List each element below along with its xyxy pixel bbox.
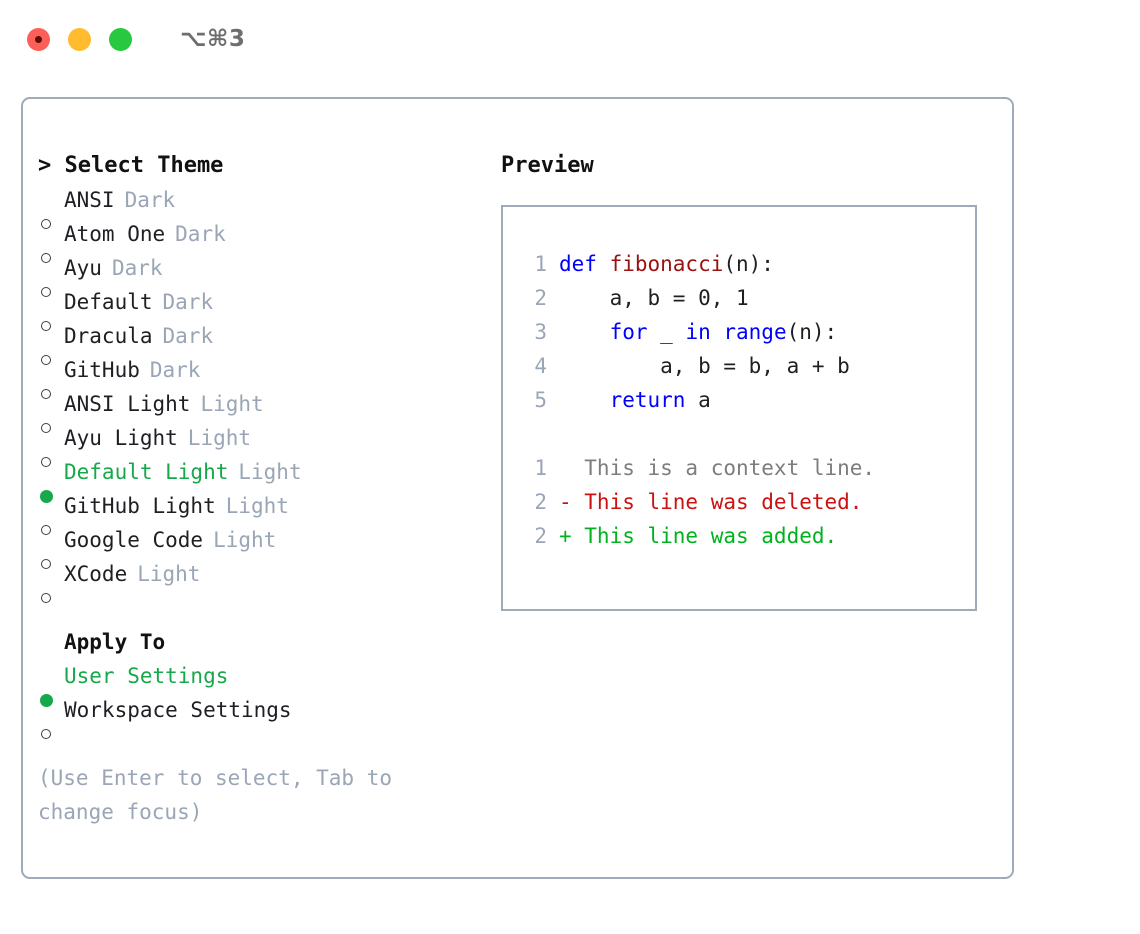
line-number: 4 xyxy=(534,354,547,378)
code-token-plain: a, b = 0, 1 xyxy=(559,286,749,310)
apply-to-heading: Apply To xyxy=(64,630,166,654)
theme-option-ansi[interactable]: ANSI Dark xyxy=(38,183,478,229)
line-number: 3 xyxy=(534,320,547,344)
theme-variant-tag: Light xyxy=(213,528,277,552)
theme-label: Atom One xyxy=(64,222,166,246)
line-number: 2 xyxy=(534,490,547,514)
code-text: a, b = b, a + b xyxy=(559,349,850,383)
code-token-kw: def xyxy=(559,252,610,276)
code-token-plain xyxy=(559,388,610,412)
code-line: 2 a, b = 0, 1 xyxy=(519,281,975,315)
theme-label: GitHub Light xyxy=(64,494,216,518)
window-titlebar: ⌥⌘3 xyxy=(0,0,1140,78)
theme-label: Ayu Light xyxy=(64,426,178,450)
code-line: 4 a, b = b, a + b xyxy=(519,349,975,383)
theme-option-default[interactable]: Default Dark xyxy=(38,285,478,331)
code-token-plain: (n): xyxy=(723,252,774,276)
code-text: a, b = 0, 1 xyxy=(559,281,749,315)
diff-text: - This line was deleted. xyxy=(559,490,863,514)
theme-option-atom-one[interactable]: Atom One Dark xyxy=(38,217,478,263)
code-token-kw: return xyxy=(609,388,686,412)
code-diff-spacer xyxy=(519,417,975,451)
close-button[interactable] xyxy=(27,27,50,51)
theme-option-google-code[interactable]: Google Code Light xyxy=(38,523,478,569)
maximize-button[interactable] xyxy=(109,27,132,51)
line-number: 1 xyxy=(534,252,547,276)
keyboard-hint: (Use Enter to select, Tab to change focu… xyxy=(38,766,405,824)
theme-option-ansi-light[interactable]: ANSI Light Light xyxy=(38,387,478,433)
code-token-plain xyxy=(559,320,610,344)
line-number: 5 xyxy=(534,388,547,412)
diff-line: 2 - This line was deleted. xyxy=(519,485,975,519)
diff-text: + This line was added. xyxy=(559,524,838,548)
code-token-plain: (n): xyxy=(786,320,838,344)
apply-to-label: Workspace Settings xyxy=(64,698,292,722)
code-token-fn: fibonacci xyxy=(609,252,724,276)
theme-variant-tag: Dark xyxy=(111,256,163,280)
code-line: 3 for _ in range(n): xyxy=(519,315,975,349)
select-theme-heading: > Select Theme xyxy=(38,153,224,178)
theme-label: Ayu xyxy=(64,256,102,280)
theme-label: Default xyxy=(64,290,153,314)
code-token-plain: _ xyxy=(647,320,686,344)
code-token-kw: for xyxy=(609,320,648,344)
theme-label: Default Light xyxy=(64,460,229,484)
code-text: return a xyxy=(559,383,711,417)
theme-option-dracula[interactable]: Dracula Dark xyxy=(38,319,478,365)
code-token-plain: a xyxy=(685,388,711,412)
line-number: 2 xyxy=(534,286,547,310)
theme-option-xcode[interactable]: XCode Light xyxy=(38,557,478,603)
diff-line: 2 + This line was added. xyxy=(519,519,975,553)
apply-to-option-user-settings[interactable]: User Settings xyxy=(38,659,478,707)
theme-label: XCode xyxy=(64,562,128,586)
theme-option-default-light[interactable]: Default Light Light xyxy=(38,455,478,503)
preview-heading: Preview xyxy=(501,153,594,178)
code-token-kw: in range xyxy=(685,320,787,344)
theme-option-ayu[interactable]: Ayu Dark xyxy=(38,251,478,297)
theme-variant-tag: Light xyxy=(200,392,264,416)
apply-to-label: User Settings xyxy=(64,664,229,688)
line-number: 2 xyxy=(534,524,547,548)
theme-variant-tag: Dark xyxy=(162,324,214,348)
theme-label: GitHub xyxy=(64,358,140,382)
window-controls xyxy=(27,27,132,51)
theme-variant-tag: Light xyxy=(225,494,289,518)
theme-variant-tag: Light xyxy=(137,562,201,586)
code-line: 5 return a xyxy=(519,383,975,417)
apply-to-option-workspace-settings[interactable]: Workspace Settings xyxy=(38,693,478,739)
theme-variant-tag: Dark xyxy=(162,290,214,314)
section-spacer xyxy=(38,591,478,625)
code-text: for _ in range(n): xyxy=(559,315,838,349)
theme-variant-tag: Dark xyxy=(124,188,176,212)
theme-variant-tag: Dark xyxy=(149,358,201,382)
diff-text: This is a context line. xyxy=(559,456,876,480)
window-title: ⌥⌘3 xyxy=(180,26,246,52)
theme-label: Dracula xyxy=(64,324,153,348)
line-number: 1 xyxy=(534,456,547,480)
code-text: def fibonacci(n): xyxy=(559,247,774,281)
theme-variant-tag: Dark xyxy=(175,222,226,246)
code-line: 1 def fibonacci(n): xyxy=(519,247,975,281)
theme-label: Google Code xyxy=(64,528,204,552)
code-token-plain: a, b = b, a + b xyxy=(559,354,850,378)
diff-line: 1 This is a context line. xyxy=(519,451,975,485)
theme-option-github[interactable]: GitHub Dark xyxy=(38,353,478,399)
theme-option-ayu-light[interactable]: Ayu Light Light xyxy=(38,421,478,467)
diff-sample: 1 This is a context line. 2 - This line wa… xyxy=(519,451,975,553)
theme-label: ANSI xyxy=(64,188,115,212)
minimize-button[interactable] xyxy=(68,27,91,51)
theme-variant-tag: Light xyxy=(238,460,302,484)
theme-variant-tag: Light xyxy=(187,426,252,450)
theme-label: ANSI Light xyxy=(64,392,191,416)
theme-option-github-light[interactable]: GitHub Light Light xyxy=(38,489,478,535)
